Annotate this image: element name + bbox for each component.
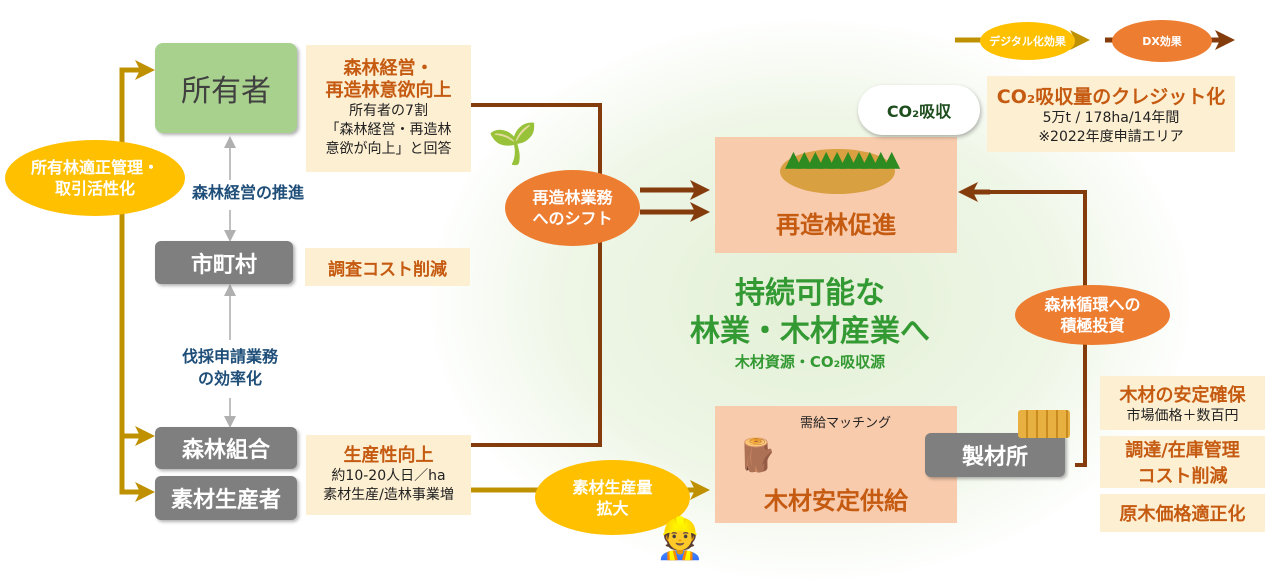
right-note-2: 調達/在庫管理 コスト削減 <box>1100 436 1265 488</box>
lumber-icon <box>1018 410 1070 438</box>
owner-note-line2: 「森林経営・再造林 <box>325 122 452 138</box>
trees-icon-glyphs: ▲▲▲▲▲▲▲▲▲▲ <box>785 147 900 172</box>
shift-ellipse: 再造林業務 へのシフト <box>505 170 640 246</box>
municipality-box: 市町村 <box>155 241 293 284</box>
shift-line2: へのシフト <box>532 209 613 228</box>
label-felling: 伐採申請業務 の効率化 <box>155 346 305 390</box>
co2-cloud: CO₂吸収 <box>858 85 980 135</box>
label-felling-line2: の効率化 <box>197 369 262 388</box>
municipality-note: 調査コスト削減 <box>305 248 470 286</box>
cooperative-box: 森林組合 <box>155 427 297 469</box>
expand-ellipse: 素材生産量 拡大 <box>535 460 690 535</box>
owner-note: 森林経営・ 再造林意欲向上 所有者の7割 「森林経営・再造林 意欲が向上」と回答 <box>306 45 471 172</box>
productivity-line2: 素材生産/造林事業増 <box>323 487 454 503</box>
logs-icon: 🪵 <box>737 436 777 474</box>
chainsaw-worker-icon: 👷 <box>655 516 705 562</box>
label-felling-line1: 伐採申請業務 <box>181 347 278 366</box>
trees-icon <box>780 149 895 194</box>
expand-line1: 素材生産量 <box>572 477 653 497</box>
invest-line1: 森林循環への <box>1044 295 1141 314</box>
owner-note-line1: 所有者の7割 <box>349 103 428 119</box>
right-note-2-title2: コスト削減 <box>1137 466 1228 487</box>
invest-line2: 積極投資 <box>1060 316 1125 335</box>
credit-note: CO₂吸収量のクレジット化 5万t / 178ha/14年間 ※2022年度申請… <box>987 76 1235 152</box>
producer-label: 素材生産者 <box>170 488 281 513</box>
municipality-label: 市町村 <box>190 252 257 278</box>
cooperative-label: 森林組合 <box>181 438 270 463</box>
legend-digital: デジタル化効果 <box>980 22 1075 60</box>
owner-note-line3: 意欲が向上」と回答 <box>325 141 452 157</box>
invest-ellipse: 森林循環への 積極投資 <box>1015 285 1170 345</box>
center-message: 持続可能な 林業・木材産業へ 木材資源・CO₂吸収源 <box>640 275 980 373</box>
right-note-1: 木材の安定確保 市場価格＋数百円 <box>1100 376 1265 430</box>
sawmill-label: 製材所 <box>961 445 1028 470</box>
reforest-box: ▲▲▲▲▲▲▲▲▲▲ 再造林促進 <box>715 137 957 253</box>
productivity-line1: 約10-20人日／ha <box>331 468 446 484</box>
reforest-label: 再造林促進 <box>776 211 896 239</box>
left-ellipse-line2: 取引活性化 <box>54 179 135 198</box>
left-ellipse-line1: 所有林適正管理・ <box>30 158 159 177</box>
center-line1: 持続可能な <box>735 276 885 311</box>
right-note-3-title: 原木価格適正化 <box>1119 504 1246 525</box>
matching-label: 需給マッチング <box>800 416 892 431</box>
left-ellipse: 所有林適正管理・ 取引活性化 <box>5 140 185 216</box>
credit-line2: ※2022年度申請エリア <box>1038 128 1184 145</box>
label-forest-management: 森林経営の推進 <box>192 183 305 202</box>
sawmill-box: 製材所 <box>925 433 1065 477</box>
right-note-3: 原木価格適正化 <box>1100 494 1265 532</box>
right-note-2-title: 調達/在庫管理 <box>1125 440 1240 461</box>
expand-line2: 拡大 <box>596 498 629 518</box>
shift-line1: 再造林業務 <box>532 188 613 207</box>
producer-box: 素材生産者 <box>155 476 297 520</box>
right-note-1-sub: 市場価格＋数百円 <box>1126 407 1239 424</box>
center-line2: 林業・木材産業へ <box>690 314 930 349</box>
owner-box: 所有者 <box>155 43 297 133</box>
owner-label: 所有者 <box>181 74 271 109</box>
credit-line1: 5万t / 178ha/14年間 <box>1042 109 1180 126</box>
supply-box: 🪵 木材安定供給 <box>715 406 957 523</box>
co2-cloud-label: CO₂吸収 <box>886 102 952 121</box>
supply-label: 木材安定供給 <box>764 487 908 515</box>
owner-note-title2: 再造林意欲向上 <box>325 80 452 101</box>
productivity-note: 生産性向上 約10-20人日／ha 素材生産/造林事業増 <box>306 435 471 515</box>
legend-dx-label: DX効果 <box>1142 34 1182 48</box>
center-sub: 木材資源・CO₂吸収源 <box>734 353 886 371</box>
legend-digital-label: デジタル化効果 <box>989 34 1066 48</box>
legend-dx: DX効果 <box>1112 20 1212 62</box>
productivity-title: 生産性向上 <box>343 445 434 466</box>
owner-note-title1: 森林経営・ <box>343 58 434 79</box>
right-note-1-title: 木材の安定確保 <box>1119 384 1246 406</box>
credit-title: CO₂吸収量のクレジット化 <box>996 85 1226 108</box>
municipality-note-text: 調査コスト削減 <box>328 259 447 280</box>
worker-planting-icon: 🌱 <box>488 121 538 167</box>
